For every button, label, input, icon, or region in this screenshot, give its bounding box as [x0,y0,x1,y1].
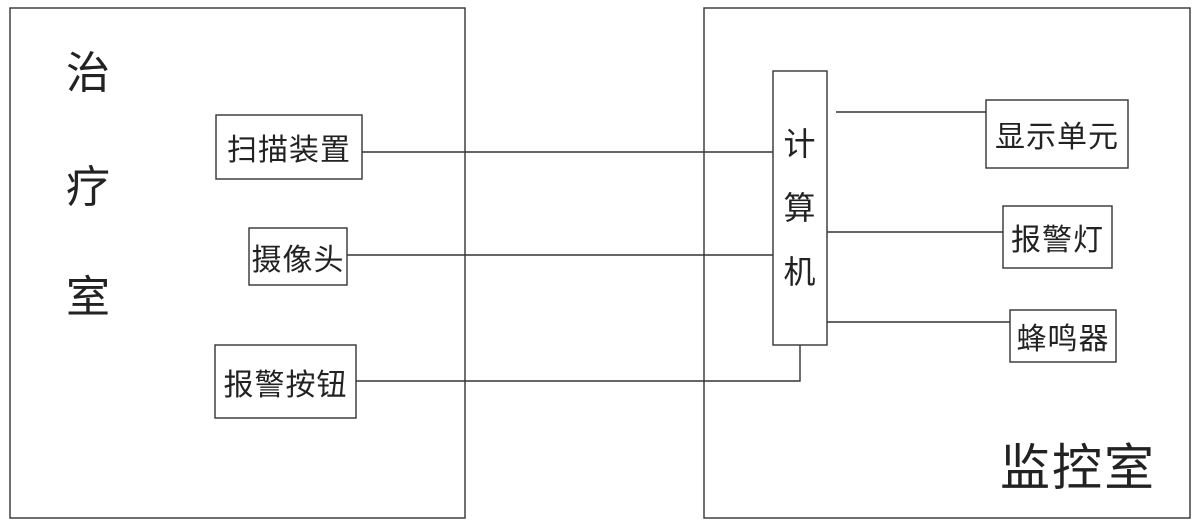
treatment-room-border [9,7,466,519]
camera-box [248,227,348,286]
alarm-light-label: 报警灯 [1011,223,1104,258]
buzzer-label: 蜂鸣器 [1016,322,1110,357]
display-unit-box [985,99,1129,169]
monitoring-room-label: 监控室 [1000,439,1156,497]
buzzer-box [1009,309,1117,363]
alarm-light-box [1002,205,1113,269]
treatment-room-char-3: 室 [66,272,110,323]
treatment-room-label: 治 疗 室 [58,52,118,334]
scanner-box [215,114,363,180]
treatment-room-char-2: 疗 [66,162,110,213]
computer-char-1: 计 [783,125,817,163]
scanner-label: 扫描装置 [227,133,351,168]
computer-char-3: 机 [783,253,817,291]
monitoring-room-border [703,7,1191,519]
treatment-room-char-1: 治 [66,48,110,99]
alarm-button-label: 报警按钮 [223,367,348,403]
computer-label: 计 算 机 [773,71,827,345]
alarm-button-connector [356,345,801,382]
camera-label: 摄像头 [251,242,345,278]
display-unit-label: 显示单元 [995,120,1119,155]
computer-char-2: 算 [783,189,817,227]
